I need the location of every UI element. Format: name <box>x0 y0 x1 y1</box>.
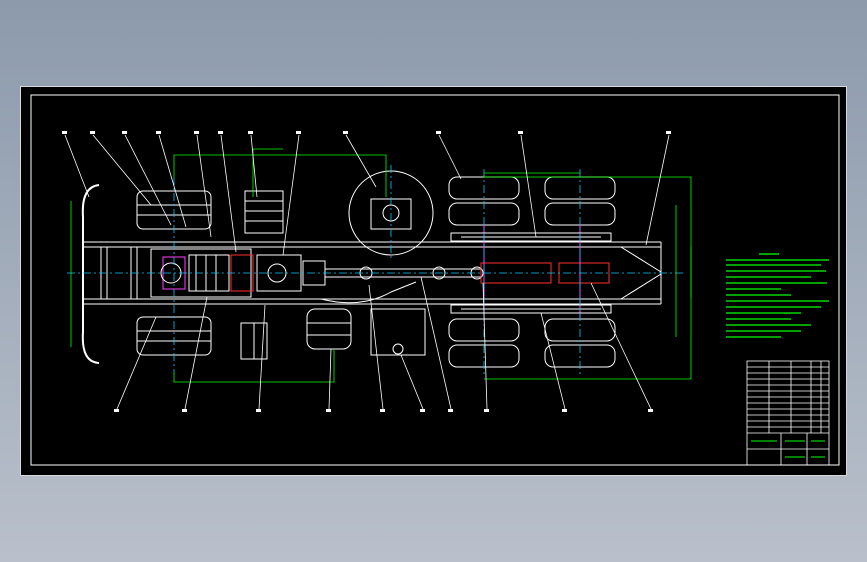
fuel-tank <box>370 308 426 356</box>
cad-drawing-frame <box>20 86 847 476</box>
dimension-lines <box>70 148 692 383</box>
exhaust-pipe <box>320 281 417 304</box>
technical-notes <box>726 253 829 338</box>
inner-border <box>30 94 840 466</box>
frame-rails <box>82 241 662 305</box>
rear-wheels-bottom <box>448 318 616 368</box>
centerlines <box>67 165 686 377</box>
title-block-entries <box>751 440 825 458</box>
leader-markers-top <box>62 131 671 134</box>
air-tank <box>306 308 352 350</box>
leader-markers-bottom <box>114 409 653 412</box>
title-block <box>746 360 830 466</box>
leader-lines-bottom <box>116 276 652 410</box>
muffler <box>240 322 268 360</box>
rear-wheels-top <box>448 176 616 226</box>
front-bumper <box>81 184 100 364</box>
battery-box <box>244 190 284 234</box>
chassis-assembly-drawing <box>30 94 840 466</box>
leader-lines-top <box>64 134 670 256</box>
